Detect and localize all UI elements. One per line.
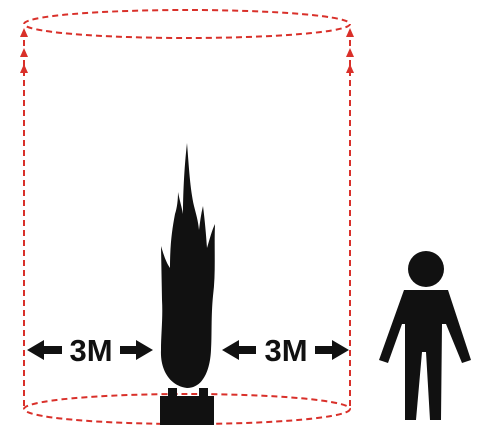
flame-icon xyxy=(161,143,215,388)
cylinder-top-ellipse xyxy=(24,10,350,38)
up-arrow-icon xyxy=(346,48,354,57)
left-distance-indicator: 3M xyxy=(27,333,153,368)
person-icon xyxy=(379,251,471,420)
up-arrow-icon xyxy=(20,28,28,37)
up-arrow-icon xyxy=(20,64,28,73)
person-body xyxy=(379,290,471,420)
right-distance-indicator: 3M xyxy=(222,333,349,368)
up-arrow-icon xyxy=(346,28,354,37)
up-arrow-icon xyxy=(346,64,354,73)
up-arrow-icon xyxy=(20,48,28,57)
left-distance-label: 3M xyxy=(69,333,112,368)
person-head xyxy=(408,251,444,287)
right-distance-label: 3M xyxy=(264,333,307,368)
